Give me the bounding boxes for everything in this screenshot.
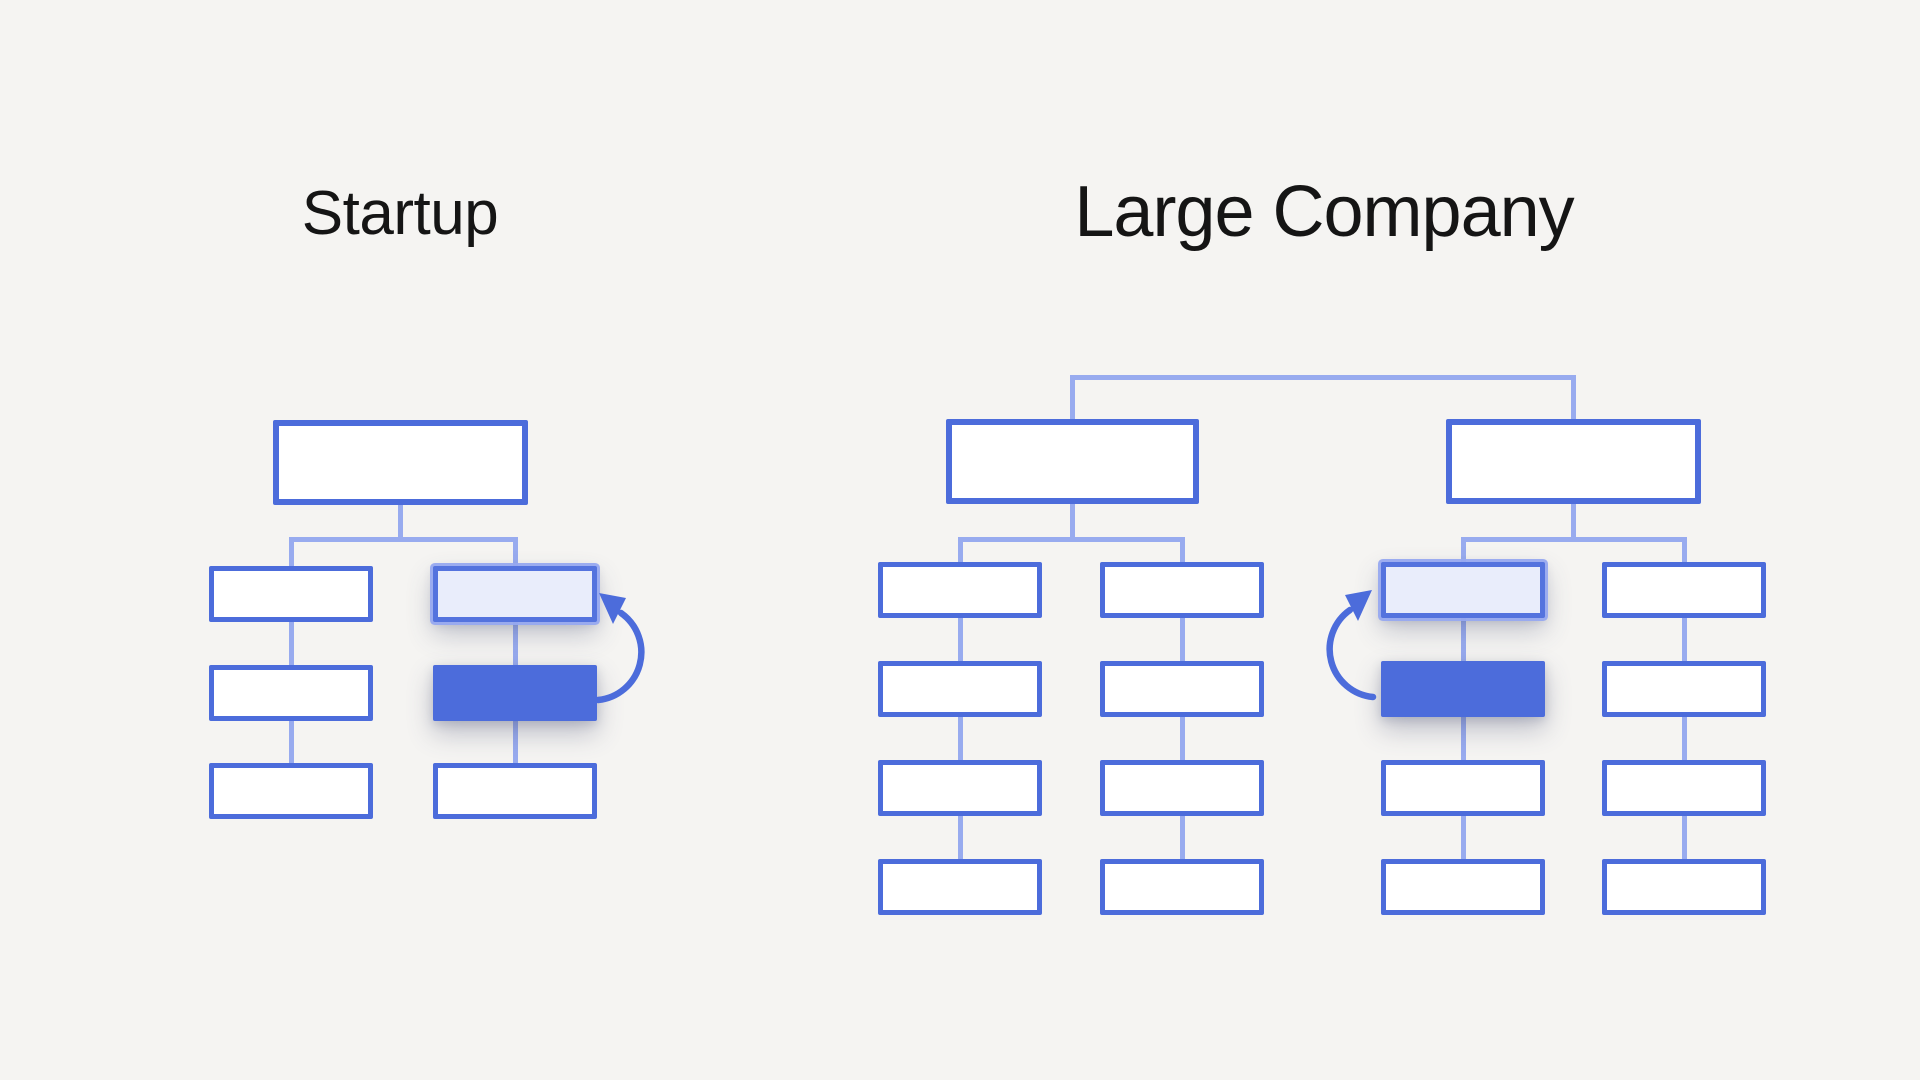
org-box [1381,760,1545,816]
connector-line [957,618,963,661]
connector-line [288,622,294,665]
curved-swap-arrow-icon [1326,590,1377,701]
connector-line [1571,380,1576,419]
org-box-promoted [1381,661,1545,717]
org-box [1100,661,1264,717]
connector-line [512,622,518,665]
connector-line [512,721,518,763]
connector-line [1681,618,1687,661]
connector-line [1070,375,1576,380]
org-box [1100,760,1264,816]
connector-line [512,542,518,566]
org-box-highlighted [1381,562,1545,618]
org-box [1602,562,1766,618]
connector-line [398,505,403,537]
connector-line [1070,380,1075,419]
org-box-highlighted [433,566,597,622]
org-box-promoted [433,665,597,721]
large-company-title: Large Company [1074,172,1574,252]
connector-line [288,542,294,566]
org-box [209,566,373,622]
connector-line [1681,542,1687,562]
connector-line [957,816,963,859]
org-box [878,859,1042,915]
org-box [1381,859,1545,915]
org-box [878,760,1042,816]
connector-line [1179,618,1185,661]
org-box [1100,859,1264,915]
connector-line [1179,542,1185,562]
org-box [209,763,373,819]
curved-swap-arrow-icon [594,593,645,704]
connector-line [957,537,1185,542]
connector-line [1460,717,1466,760]
connector-line [1070,504,1075,537]
org-box [1602,760,1766,816]
org-box [878,661,1042,717]
org-box [1602,859,1766,915]
org-box-root [273,420,528,505]
org-box [433,763,597,819]
connector-line [1179,717,1185,760]
connector-line [1681,816,1687,859]
connector-line [1179,816,1185,859]
connector-line [1460,816,1466,859]
startup-title: Startup [301,179,499,248]
connector-line [1681,717,1687,760]
org-box [1100,562,1264,618]
connector-line [1460,542,1466,562]
connector-line [1571,504,1576,537]
org-box [1602,661,1766,717]
connector-line [1460,618,1466,661]
org-box-root [1446,419,1701,504]
org-box [878,562,1042,618]
connector-line [288,537,518,542]
connector-line [957,717,963,760]
connector-line [957,542,963,562]
connector-line [1460,537,1687,542]
org-box-root [946,419,1199,504]
connector-line [288,721,294,763]
org-box [209,665,373,721]
